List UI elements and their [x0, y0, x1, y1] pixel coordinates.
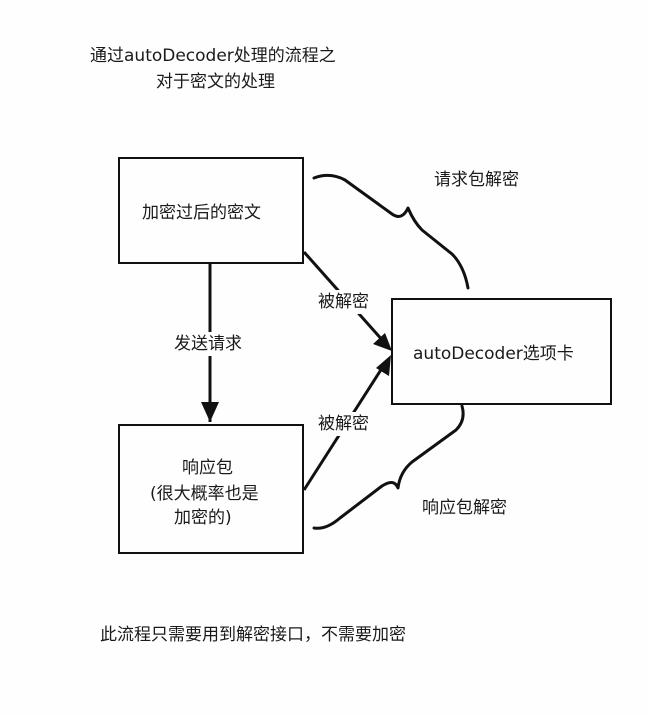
response-brace: [312, 404, 465, 530]
request-brace: [312, 173, 470, 290]
footer-note: 此流程只需要用到解密接口，不需要加密: [100, 625, 406, 645]
ciphertext-label: 加密过后的密文: [142, 203, 261, 223]
send-request-label: 发送请求: [172, 332, 244, 356]
ciphertext-box: 加密过后的密文: [118, 157, 304, 264]
request-decrypt-label: 请求包解密: [434, 170, 519, 190]
response-label-line3: 加密的): [174, 508, 232, 528]
decrypt-bottom-arrowhead: [376, 355, 391, 376]
send-request-arrowhead: [201, 402, 219, 422]
autodecoder-tab-label: autoDecoder选项卡: [413, 344, 574, 364]
diagram-title-line2: 对于密文的处理: [156, 72, 275, 92]
autodecoder-tab-box: autoDecoder选项卡: [391, 298, 612, 405]
decrypt-top-label: 被解密: [316, 290, 371, 314]
response-label-line2: (很大概率也是: [150, 484, 259, 504]
response-label-line1: 响应包: [182, 458, 233, 478]
diagram-title-line1: 通过autoDecoder处理的流程之: [90, 46, 336, 66]
decrypt-top-arrowhead: [373, 333, 392, 351]
response-box: 响应包 (很大概率也是 加密的): [118, 424, 304, 554]
response-decrypt-label: 响应包解密: [422, 498, 507, 518]
decrypt-bottom-label: 被解密: [316, 412, 371, 436]
